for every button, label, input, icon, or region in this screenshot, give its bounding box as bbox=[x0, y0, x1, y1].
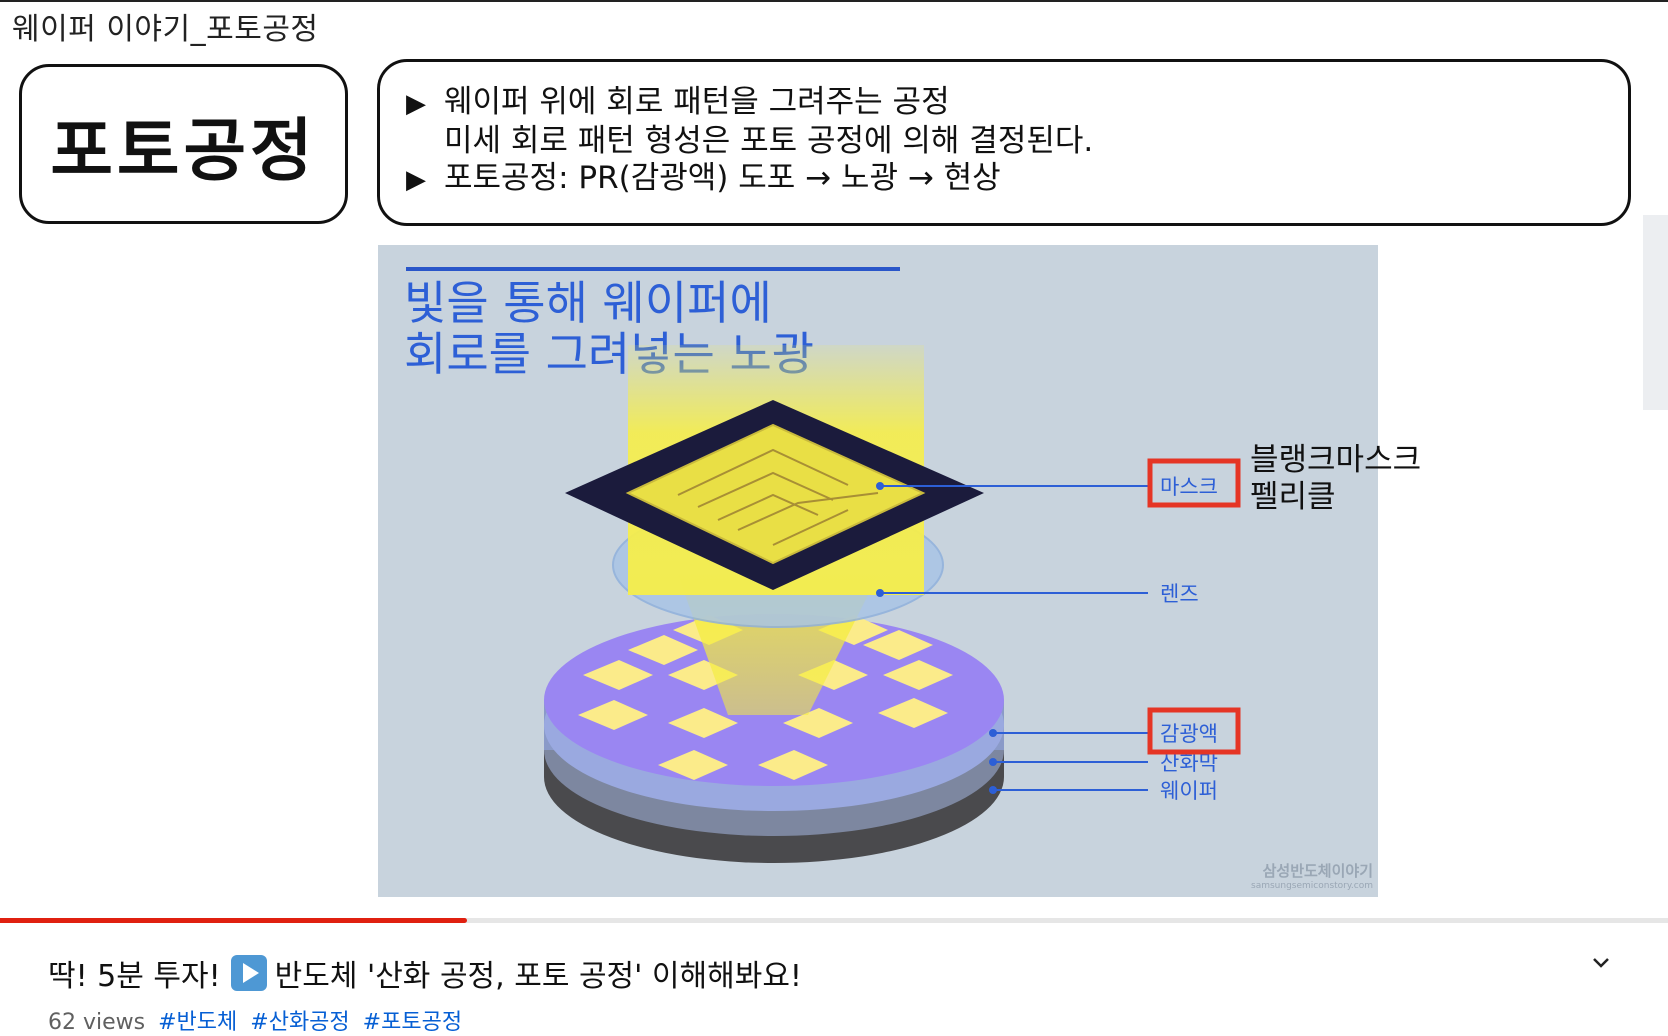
bullet-line-1: ▶ 웨이퍼 위에 회로 패턴을 그려주는 공정 bbox=[406, 84, 1628, 123]
mask-pattern bbox=[625, 423, 926, 565]
label-mask: 마스크 bbox=[1160, 475, 1218, 499]
bullet-marker-icon: ▶ bbox=[406, 89, 426, 119]
video-progress-fill bbox=[0, 918, 468, 923]
label-oxide: 산화막 bbox=[1160, 751, 1218, 775]
annotation-pellicle: 펠리클 bbox=[1250, 479, 1336, 515]
label-lens: 렌즈 bbox=[1160, 582, 1199, 606]
watermark: 삼성반도체이야기 bbox=[1263, 862, 1373, 880]
video-meta: 62 views #반도체 #산화공정 #포토공정 bbox=[48, 1004, 462, 1036]
top-border bbox=[0, 0, 1668, 2]
slide-header: 웨이퍼 이야기_포토공정 bbox=[12, 12, 319, 47]
bullet-text-2: 미세 회로 패턴 형성은 포토 공정에 의해 결정된다. bbox=[444, 123, 1094, 159]
diagram-canvas: 빛을 통해 웨이퍼에 회로를 그려넣는 노광 bbox=[378, 245, 1421, 897]
chevron-down-icon[interactable] bbox=[1588, 950, 1614, 976]
photolithography-diagram: 빛을 통해 웨이퍼에 회로를 그려넣는 노광 bbox=[378, 245, 1421, 897]
label-photoresist: 감광액 bbox=[1160, 722, 1218, 746]
hashtag-link[interactable]: #반도체 bbox=[158, 1010, 238, 1035]
hashtag-link[interactable]: #포토공정 bbox=[362, 1010, 463, 1035]
video-progress-bar[interactable] bbox=[0, 918, 1668, 923]
watermark-url: samsungsemiconstory.com bbox=[1251, 881, 1373, 891]
video-title: 딱! 5분 투자! 반도체 '산화 공정, 포토 공정' 이해해봐요! bbox=[48, 951, 802, 995]
label-wafer: 웨이퍼 bbox=[1160, 779, 1218, 803]
side-panel-tab[interactable] bbox=[1643, 215, 1668, 410]
view-count: 62 views bbox=[48, 1010, 146, 1035]
label-leader-lines bbox=[880, 485, 1148, 791]
bullet-line-2: 미세 회로 패턴 형성은 포토 공정에 의해 결정된다. bbox=[406, 123, 1628, 160]
bullet-text-1: 웨이퍼 위에 회로 패턴을 그려주는 공정 bbox=[444, 84, 950, 120]
play-button-emoji-icon bbox=[230, 955, 267, 991]
photoresist-highlight-box bbox=[1147, 707, 1241, 755]
slide-title-box: 포토공정 bbox=[19, 64, 348, 224]
video-title-main: 반도체 '산화 공정, 포토 공정' 이해해봐요! bbox=[274, 959, 802, 994]
slide-title: 포토공정 bbox=[50, 111, 317, 191]
annotation-blank-mask: 블랭크마스크 bbox=[1250, 442, 1421, 478]
mask-highlight-box bbox=[1147, 458, 1241, 508]
bullet-line-3: ▶ 포토공정: PR(감광액) 도포 → 노광 → 현상 bbox=[406, 160, 1628, 199]
bullet-marker-icon: ▶ bbox=[406, 165, 426, 195]
bullet-text-3: 포토공정: PR(감광액) 도포 → 노광 → 현상 bbox=[444, 160, 1001, 196]
diagram-heading-line1: 빛을 통해 웨이퍼에 bbox=[404, 276, 772, 330]
circuit-traces bbox=[677, 448, 879, 546]
heading-rule bbox=[406, 267, 900, 271]
hashtag-link[interactable]: #산화공정 bbox=[250, 1010, 350, 1035]
leader-dots bbox=[876, 482, 997, 794]
video-title-prefix: 딱! 5분 투자! bbox=[48, 959, 221, 994]
slide-description-box: ▶ 웨이퍼 위에 회로 패턴을 그려주는 공정 미세 회로 패턴 형성은 포토 공… bbox=[377, 59, 1631, 226]
